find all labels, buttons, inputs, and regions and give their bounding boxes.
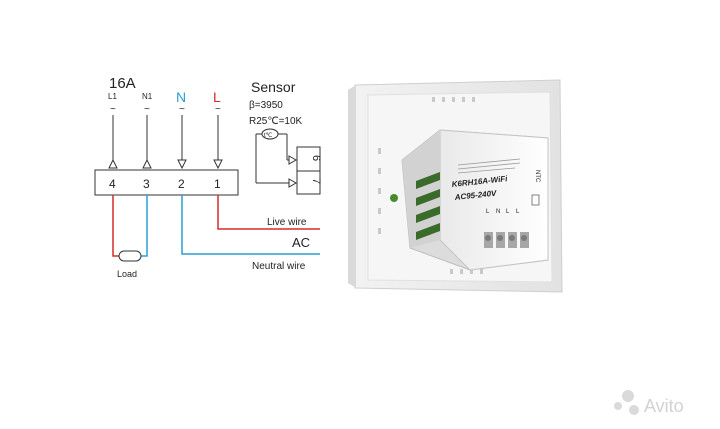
sensor-beta: β=3950 [249, 100, 283, 111]
thermistor-icon [261, 128, 279, 140]
warning-print [457, 158, 521, 174]
terminal-number-3: 3 [143, 177, 150, 191]
load-wire-live [112, 195, 120, 257]
terminal-block [94, 169, 239, 196]
ventilation-slots [416, 172, 440, 240]
rating-label: 16A [109, 75, 136, 92]
sensor-terminal-7: 7 [310, 178, 322, 184]
sensor-resistance: R25℃=10K [249, 116, 303, 127]
sensor-diagram: Sensor β=3950 R25℃=10K t℃ 6 7 [249, 79, 322, 195]
sensor-title: Sensor [251, 79, 296, 95]
terminal-number-4: 4 [109, 177, 116, 191]
thermistor-symbol: t℃ [264, 133, 273, 139]
ntc-terminal [531, 194, 540, 206]
wiring-diagram: 16A L1 N1 N L ~ ~ ~ ~ 4 3 2 1 [94, 75, 320, 279]
sensor-arrow [288, 178, 298, 188]
neutral-wire-label: Neutral wire [252, 261, 306, 272]
neutral-wire [181, 195, 320, 255]
ac-label: AC [292, 235, 310, 250]
pin-letter: L [506, 209, 510, 215]
lead-wires [112, 115, 219, 160]
pin-letter: L [516, 209, 520, 215]
avito-watermark: Avito [614, 390, 684, 416]
terminal-name-N1: N1 [142, 92, 153, 101]
indicator-led [390, 194, 398, 202]
tilde-mark: ~ [144, 104, 150, 115]
pin-letter: N [496, 209, 500, 215]
terminal-name-L: L [213, 89, 221, 105]
tilde-mark: ~ [215, 104, 221, 115]
load-wire-neutral [140, 195, 148, 257]
sensor-arrow [288, 155, 298, 165]
tilde-mark: ~ [179, 104, 185, 115]
pin-letter: L [486, 209, 490, 215]
terminal-number-2: 2 [178, 177, 185, 191]
live-wire [217, 195, 320, 230]
terminal-arrows [108, 158, 223, 170]
terminal-name-L1: L1 [108, 92, 117, 101]
device-photo: K6RH16A-WiFi AC95-240V L N L L NTC [348, 79, 563, 293]
load-label: Load [117, 269, 137, 279]
terminal-number-1: 1 [214, 177, 221, 191]
tilde-mark: ~ [110, 104, 116, 115]
terminal-name-N: N [176, 89, 186, 105]
watermark-text: Avito [644, 396, 684, 416]
terminal-screws [484, 232, 529, 248]
load-resistor [118, 250, 142, 262]
live-wire-label: Live wire [267, 217, 307, 228]
sensor-terminal-6: 6 [310, 155, 322, 161]
plate-vents [378, 97, 483, 274]
ntc-label: NTC [534, 170, 540, 183]
